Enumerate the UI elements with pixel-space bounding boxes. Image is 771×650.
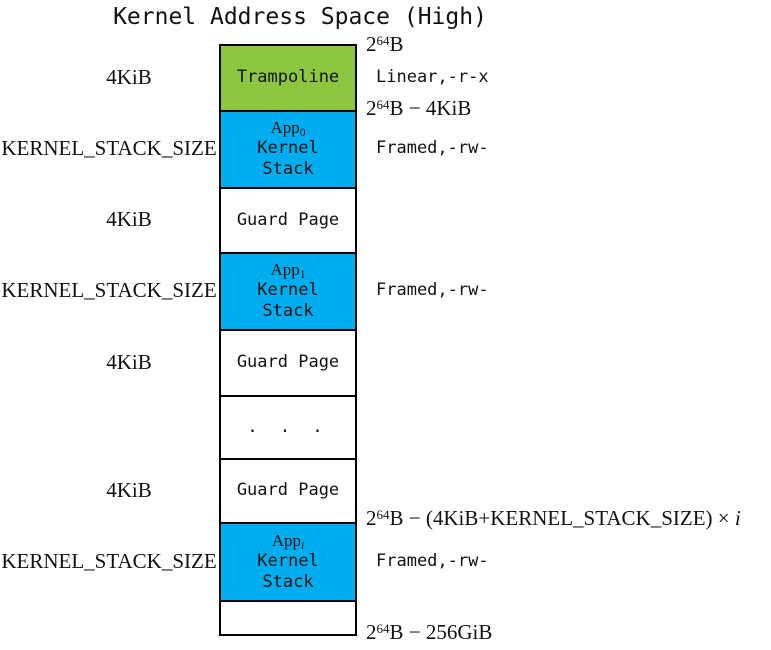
size-label-guard-1: 4KiB [106,207,152,231]
kernel-label: Kernel [257,138,319,159]
trampoline-label: Trampoline [236,67,340,88]
guard-page-label: Guard Page [236,209,340,230]
appi-kernel-stack-block: Appi Kernel Stack [219,522,357,602]
perm-label-appi: Framed,-rw- [376,551,489,571]
size-label-app0-stack: KERNEL_STACK_SIZE [1,136,217,160]
perm-label-trampoline: Linear,-r-x [376,67,489,87]
app0-kernel-stack-block: App0 Kernel Stack [219,110,357,189]
size-label-appi-stack: KERNEL_STACK_SIZE [1,549,217,573]
stack-label: Stack [262,159,314,180]
size-label-guard-3: 4KiB [106,478,152,502]
size-label-guard-2: 4KiB [106,350,152,374]
guard-page-label: Guard Page [236,352,340,373]
diagram-title: Kernel Address Space (High) [113,4,487,30]
address-label-bottom: 264B − 256GiB [366,620,493,644]
address-label-top: 264B [366,32,404,56]
app1-kernel-stack-block: App1 Kernel Stack [219,252,357,331]
kernel-label: Kernel [257,550,319,571]
trampoline-block: Trampoline [219,44,357,112]
guard-page-label: Guard Page [236,480,340,501]
ellipsis-block: . . . [219,395,357,460]
stack-label: Stack [262,571,314,592]
reserved-bottom-block [219,600,357,636]
perm-label-app0: Framed,-rw- [376,138,489,158]
perm-label-app1: Framed,-rw- [376,280,489,300]
kernel-label: Kernel [257,280,319,301]
ellipsis-label: . . . [247,416,329,437]
guard-page-block-2: Guard Page [219,329,357,397]
stack-label: Stack [262,301,314,322]
app1-label: App1 [270,260,306,282]
address-label-appi-formula: 264B − (4KiB+KERNEL_STACK_SIZE) × i [366,506,741,530]
appi-label: Appi [271,530,305,552]
size-label-trampoline: 4KiB [106,65,152,89]
address-label-minus-4kib: 264B − 4KiB [366,96,472,120]
guard-page-block-3: Guard Page [219,458,357,524]
app0-label: App0 [270,118,306,140]
guard-page-block-1: Guard Page [219,187,357,254]
size-label-app1-stack: KERNEL_STACK_SIZE [1,278,217,302]
